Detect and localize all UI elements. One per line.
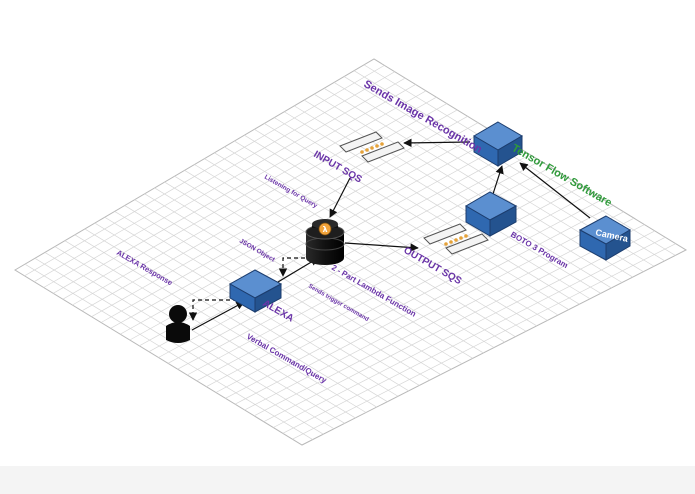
arrow-input-sqs-to-lambda [329,177,351,218]
footer-strip [0,466,695,494]
grid-line [100,115,468,323]
camera-box [578,215,631,261]
arrow-lambda-to-alexa-json [278,257,312,277]
grid-line [206,186,583,387]
input-sqs-icon [339,131,405,163]
grid-plane-surface [14,58,688,446]
grid-line [24,65,385,277]
grid-line [110,122,479,329]
grid-line [273,230,655,428]
tensorflow-box [473,121,523,167]
arrow-person-to-alexa-verbal [191,301,245,331]
grid-line [167,160,541,364]
grid-line [158,154,531,358]
user-person-icon [166,305,190,343]
alexa-box [228,269,283,313]
grid-plane [14,58,688,446]
grid-line [43,77,406,288]
grid-line [244,211,624,411]
grid-line [234,205,614,405]
boto3-box [465,191,518,237]
arrow-lambda-to-output-sqs [344,242,419,252]
grid-line [81,103,447,312]
grid-line [215,192,593,393]
lambda-drum-icon: λ [305,219,345,265]
grid-line [292,243,676,440]
grid-line [263,224,645,422]
grid-line [33,71,395,282]
grid-line [62,90,427,300]
grid-line [282,236,666,434]
arrow-alexa-to-person-response [188,299,244,321]
arrow-boto3-to-tensorflow [492,165,504,195]
svg-text:λ: λ [322,225,327,234]
grid-line [53,84,416,294]
grid-line [254,217,635,417]
arrow-tensorflow-to-input-sqs [403,138,471,148]
arrow-camera-to-tensorflow [519,162,591,219]
connectors [188,138,591,331]
lambda-badge-icon [318,222,332,236]
grid-line [120,128,489,335]
grid-line [225,198,603,399]
output-sqs-icon [423,223,489,255]
